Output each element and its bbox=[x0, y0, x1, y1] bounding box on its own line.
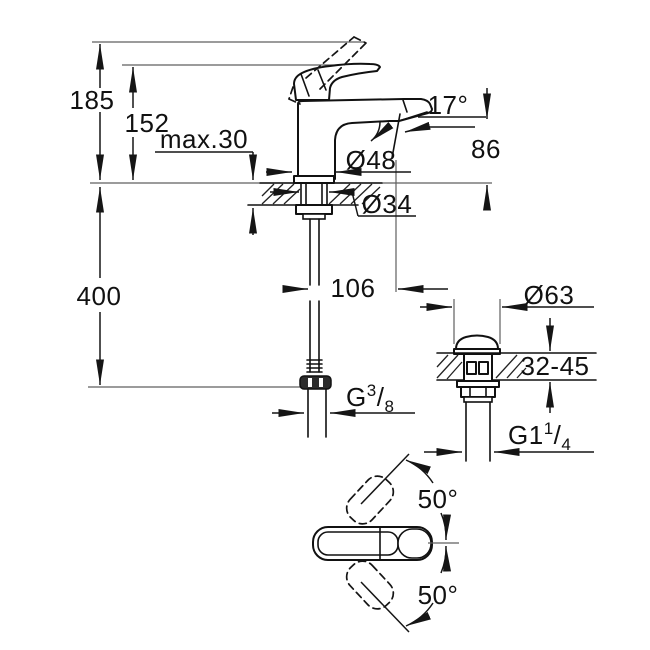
waste-valve-body bbox=[436, 334, 597, 462]
lever-handle bbox=[288, 36, 381, 105]
aerator-face-line bbox=[398, 111, 428, 122]
faucet-base bbox=[293, 175, 335, 184]
waste-extension-lines bbox=[453, 299, 501, 344]
dim-label-106: 106 bbox=[331, 273, 376, 303]
dim-label-g114: G11/4 bbox=[508, 419, 571, 454]
dim-label-86: 86 bbox=[471, 134, 501, 164]
handle-dashed-positions bbox=[345, 475, 395, 610]
dim-label-400: 400 bbox=[77, 281, 122, 311]
dim-handle-height: 152 bbox=[125, 67, 170, 180]
waste-deck-hatching bbox=[436, 354, 527, 380]
lever-raised-dashed bbox=[288, 36, 367, 105]
dim-label-max30: max.30 bbox=[160, 124, 248, 154]
waste-side-window bbox=[466, 361, 477, 375]
dim-label-d34: Ø34 bbox=[362, 189, 413, 219]
waste-hex-nut bbox=[460, 386, 496, 398]
faucet-side-view: 185 152 max.30 400 Ø48 bbox=[70, 36, 501, 438]
dim-clamping-range: 32-45 bbox=[521, 318, 590, 413]
dim-label-g38: G3/8 bbox=[346, 381, 394, 416]
dim-supply-thread: G3/8 bbox=[272, 381, 415, 417]
dim-label-152: 152 bbox=[125, 108, 170, 138]
dim-overall-height: 185 bbox=[70, 44, 115, 180]
dim-hole-diameter: Ø34 bbox=[270, 188, 416, 219]
dim-spout-angle: 17° bbox=[404, 90, 486, 133]
dim-base-diameter: Ø48 bbox=[266, 145, 411, 176]
dim-label-32-45: 32-45 bbox=[521, 351, 590, 381]
dim-hose-length: 400 bbox=[77, 187, 122, 385]
dim-outlet-height: 86 bbox=[471, 88, 501, 211]
dim-label-185: 185 bbox=[70, 85, 115, 115]
faucet-body bbox=[293, 98, 433, 184]
dim-label-d48: Ø48 bbox=[346, 145, 397, 175]
aerator-joint-line bbox=[402, 99, 408, 113]
waste-side-window bbox=[478, 361, 489, 375]
handle-top-view: 50° 50° bbox=[312, 453, 459, 633]
spout-angle-arc bbox=[370, 121, 394, 142]
dim-label-17deg: 17° bbox=[428, 90, 469, 120]
hose-nut bbox=[299, 375, 332, 390]
dim-max-deck-thickness: max.30 bbox=[155, 124, 257, 235]
handle-solid bbox=[312, 526, 459, 561]
waste-dome-cap bbox=[455, 334, 499, 350]
waste-valve-view: Ø63 bbox=[420, 280, 597, 462]
dim-outlet-thread: G11/4 bbox=[424, 419, 594, 456]
dim-label-d63: Ø63 bbox=[524, 280, 575, 310]
water-stream-line bbox=[391, 113, 401, 159]
dim-label-50deg-lower: 50° bbox=[418, 580, 459, 610]
dim-label-50deg-upper: 50° bbox=[418, 484, 459, 514]
supply-hose-assembly bbox=[295, 182, 333, 438]
dim-flange-diameter: Ø63 bbox=[420, 280, 594, 311]
swing-angle-lines bbox=[360, 453, 452, 633]
dim-spout-projection: 106 bbox=[282, 273, 448, 303]
mounting-nut bbox=[295, 204, 333, 215]
